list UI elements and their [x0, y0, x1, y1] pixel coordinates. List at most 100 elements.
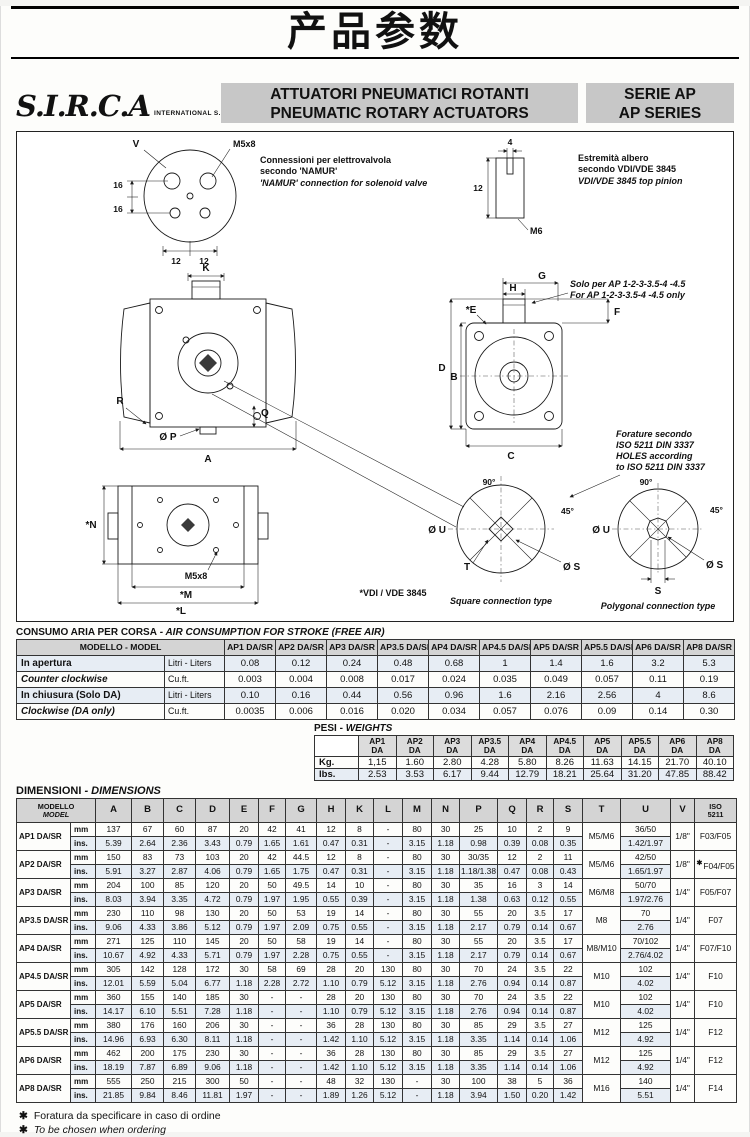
dim-value-ins: 0.87: [553, 976, 584, 992]
dim-value-mm: 175: [163, 1046, 197, 1062]
dim-value-ins: 8.03: [95, 892, 133, 908]
dim-value-ins: 0.20: [526, 1088, 555, 1104]
dim-value-ins: 0.14: [526, 920, 555, 936]
dim-value-ins: 3.15: [402, 864, 433, 880]
dim-value-mm: 130: [373, 962, 404, 978]
dim-t-cell: M16: [582, 1074, 622, 1104]
dim-value-ins: 3.35: [163, 892, 197, 908]
dim-value-mm: 137: [95, 822, 133, 838]
dim-u-ins-cell: 2.76: [620, 920, 672, 936]
dim-label-p: Ø P: [159, 432, 177, 443]
dim-iso-value: F12: [708, 1055, 723, 1066]
dim-u-ins-cell: 1.42/1.97: [620, 836, 672, 852]
dim-value-ins: -: [373, 836, 404, 852]
series-banner: SERIE AP AP SERIES: [586, 83, 734, 123]
dim-value-ins: 6.89: [163, 1060, 197, 1076]
side-view-drawing: H G *E D B F C Solo per AP 1-2-3-3.5-4 -…: [438, 271, 686, 462]
shaft-note-line3: VDI/VDE 3845 top pinion: [578, 176, 683, 186]
dim-12-b: 12: [199, 256, 209, 266]
air-model-header: AP4.5 DA/SR: [479, 639, 532, 656]
air-value: 1.4: [530, 655, 583, 672]
dim-value-mm: 25: [459, 822, 499, 838]
dim-value-ins: -: [373, 864, 404, 880]
air-value: 0.24: [326, 655, 379, 672]
dim-value-mm: 125: [131, 934, 165, 950]
dim-value-ins: 2.09: [285, 920, 318, 936]
air-value: 0.11: [632, 671, 685, 688]
dim-unit-ins: ins.: [69, 892, 97, 908]
dim-value-ins: 1.18: [229, 976, 260, 992]
square-ds-label: Ø S: [563, 562, 581, 573]
dim-value-mm: -: [285, 1046, 318, 1062]
dim-value-mm: 27: [553, 1018, 584, 1034]
dim-value-ins: 0.14: [526, 948, 555, 964]
dim-value-ins: 0.94: [497, 1004, 528, 1020]
dim-letter-header: V: [670, 798, 696, 824]
dim-t-cell: M5/M6: [582, 850, 622, 880]
weights-value: 1.60: [395, 756, 434, 770]
dim-value-ins: 6.93: [131, 1032, 165, 1048]
dim-value-mm: 60: [163, 822, 197, 838]
dim-unit-mm: mm: [69, 822, 97, 838]
dim-value-mm: 305: [95, 962, 133, 978]
shaft-dim-12: 12: [473, 183, 483, 193]
holes-note-line1: Forature secondo: [616, 429, 693, 439]
dim-unit-ins: ins.: [69, 1004, 97, 1020]
dim-value-ins: 1.10: [316, 1004, 347, 1020]
dim-value-mm: 80: [402, 878, 433, 894]
dim-value-ins: -: [258, 1088, 287, 1104]
air-model-header: AP5 DA/SR: [530, 639, 583, 656]
dim-value-mm: 29: [497, 1046, 528, 1062]
dim-value-ins: 1.42: [553, 1088, 584, 1104]
dim-value-mm: 49.5: [285, 878, 318, 894]
dim-value-ins: 0.98: [459, 836, 499, 852]
dim-value-ins: 5.39: [95, 836, 133, 852]
dim-value-mm: 80: [402, 962, 433, 978]
air-value: 8.6: [683, 687, 736, 704]
dim-value-ins: 3.86: [163, 920, 197, 936]
dim-iso-value: F12: [708, 1027, 723, 1038]
dim-iso-cell: F05/F07: [694, 878, 738, 908]
weights-row-unit: lbs.: [314, 768, 359, 782]
dim-unit-mm: mm: [69, 934, 97, 950]
dim-t-cell: M12: [582, 1046, 622, 1076]
air-title-it: CONSUMO ARIA PER CORSA: [16, 627, 157, 638]
air-value: 0.020: [377, 703, 430, 720]
dim-iso-cell: F10: [694, 962, 738, 992]
dim-value-ins: 0.31: [345, 836, 375, 852]
dim-value-ins: 1.10: [345, 1032, 375, 1048]
dim-value-ins: 0.47: [497, 864, 528, 880]
weights-value: 25.64: [583, 768, 622, 782]
shaft-dim-4: 4: [508, 137, 513, 147]
dim-value-ins: 0.47: [316, 836, 347, 852]
dim-value-ins: 0.79: [497, 948, 528, 964]
dim-value-ins: 4.06: [195, 864, 231, 880]
dim-value-mm: -: [373, 934, 404, 950]
dim-value-ins: 3.94: [459, 1088, 499, 1104]
dim-value-ins: 1.42: [316, 1060, 347, 1076]
weights-value: 21.70: [658, 756, 697, 770]
dim-value-ins: 8.46: [163, 1088, 197, 1104]
dim-value-ins: 1.18: [431, 836, 461, 852]
air-model-header: AP4 DA/SR: [428, 639, 481, 656]
dim-value-mm: 50: [229, 1074, 260, 1090]
dim-value-mm: 30: [431, 822, 461, 838]
dim-value-ins: 1.18: [229, 1004, 260, 1020]
dim-value-mm: 20: [229, 850, 260, 866]
dim-unit-mm: mm: [69, 962, 97, 978]
dim-model-cell: AP3 DA/SR: [16, 878, 71, 908]
weights-value: 4.28: [470, 756, 509, 770]
dim-value-mm: 22: [553, 962, 584, 978]
dim-value-ins: 3.35: [459, 1032, 499, 1048]
dim-value-ins: 0.31: [345, 864, 375, 880]
dim-value-mm: 44.5: [285, 850, 318, 866]
weights-value: 9.44: [470, 768, 509, 782]
dim-value-mm: 204: [95, 878, 133, 894]
air-value: 0.034: [428, 703, 481, 720]
dim-t-cell: M10: [582, 990, 622, 1020]
